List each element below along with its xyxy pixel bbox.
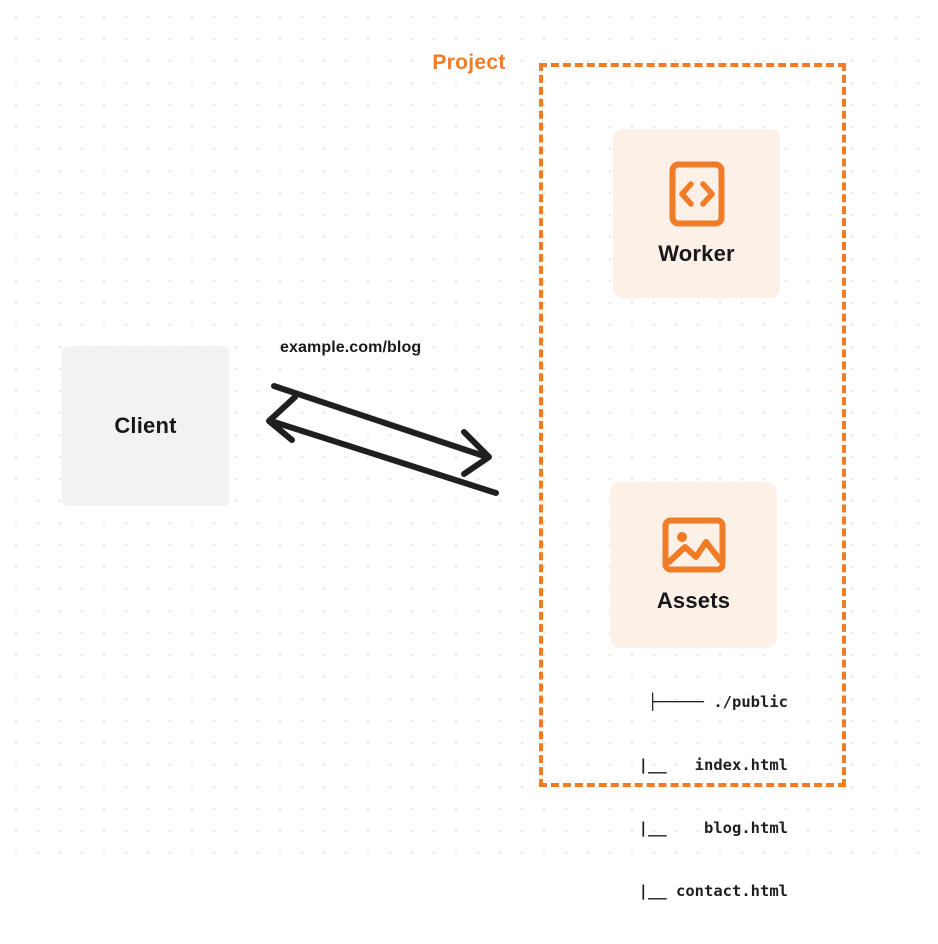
file-tree-line: |__ contact.html [582,882,788,900]
arrow-request [271,383,492,477]
node-client[interactable]: Client [62,346,229,506]
group-project [539,63,846,787]
code-file-icon [669,161,724,226]
file-tree-line: |__ blog.html [582,819,788,837]
group-project-title: Project [424,51,514,75]
diagram-canvas: Client example.com/blog Project Worker [0,0,938,900]
file-tree-line: |__ index.html [582,756,788,774]
node-client-label: Client [114,413,177,438]
image-icon [662,517,725,573]
file-tree-line: ├───── ./public [648,693,788,711]
assets-file-tree: ├───── ./public |__ index.html |__ blog.… [540,650,788,944]
node-worker-label: Worker [658,240,735,266]
node-worker[interactable]: Worker [613,129,780,298]
node-assets[interactable]: Assets [610,482,777,648]
node-assets-label: Assets [656,588,731,613]
connection-label: example.com/blog [280,339,422,356]
arrow-response [266,394,499,496]
